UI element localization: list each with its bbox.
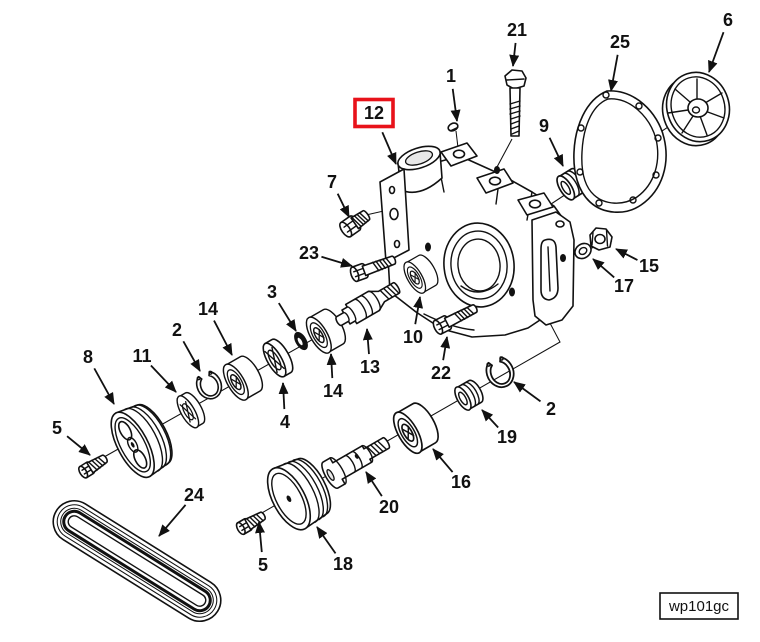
nut-drawing-item15 bbox=[589, 227, 613, 251]
svg-text:12: 12 bbox=[364, 103, 384, 123]
spacer-drawing-item19 bbox=[450, 376, 488, 414]
svg-text:2: 2 bbox=[546, 399, 556, 419]
callout-2: 2 bbox=[513, 381, 556, 419]
snap-ring-drawing-item2a bbox=[192, 368, 227, 404]
callout-16: 16 bbox=[432, 448, 471, 492]
plug-drawing-item7 bbox=[336, 206, 374, 240]
svg-text:24: 24 bbox=[184, 485, 204, 505]
svg-text:17: 17 bbox=[614, 276, 634, 296]
shaft-drawing-item20 bbox=[321, 436, 391, 490]
svg-text:16: 16 bbox=[451, 472, 471, 492]
svg-text:14: 14 bbox=[323, 381, 343, 401]
svg-text:21: 21 bbox=[507, 20, 527, 40]
shaft-drawing-item13 bbox=[335, 281, 401, 327]
callout-7: 7 bbox=[327, 172, 350, 218]
pulley-drawing-item18 bbox=[266, 457, 332, 531]
svg-text:20: 20 bbox=[379, 497, 399, 517]
bolt-drawing-item21 bbox=[504, 69, 527, 137]
callout-5: 5 bbox=[255, 521, 268, 575]
callout-8: 8 bbox=[83, 347, 115, 405]
callout-10: 10 bbox=[403, 296, 424, 347]
figure-code-label: wp101gc bbox=[668, 598, 730, 615]
svg-text:25: 25 bbox=[610, 32, 630, 52]
callout-19: 19 bbox=[481, 409, 517, 447]
gasket-drawing-item25 bbox=[573, 90, 667, 213]
callout-21: 21 bbox=[507, 20, 527, 67]
callout-3: 3 bbox=[267, 282, 297, 332]
svg-text:8: 8 bbox=[83, 347, 93, 367]
svg-text:7: 7 bbox=[327, 172, 337, 192]
ring-drawing-item3 bbox=[294, 331, 308, 351]
callout-25: 25 bbox=[608, 32, 630, 92]
bearing-drawing-item16 bbox=[387, 397, 445, 459]
callout-4: 4 bbox=[278, 382, 290, 432]
plug-drawing-item1 bbox=[447, 122, 459, 132]
svg-text:4: 4 bbox=[280, 412, 290, 432]
bearing-drawing-item14a bbox=[217, 351, 269, 405]
snap-ring-drawing-item2b bbox=[481, 353, 520, 393]
callout-15: 15 bbox=[615, 248, 659, 276]
svg-text:3: 3 bbox=[267, 282, 277, 302]
washer-drawing-item17 bbox=[574, 242, 592, 260]
bolt-drawing-item5b bbox=[233, 508, 269, 537]
impeller-drawing-item6 bbox=[661, 71, 731, 147]
callout-18: 18 bbox=[316, 526, 353, 574]
figure-code-box: wp101gc bbox=[659, 592, 739, 620]
callout-9: 9 bbox=[539, 116, 564, 167]
water-pump-housing-drawing bbox=[379, 142, 575, 338]
callout-24: 24 bbox=[158, 485, 204, 537]
svg-text:6: 6 bbox=[723, 10, 733, 30]
callout-5: 5 bbox=[52, 418, 91, 456]
seal-drawing-item4 bbox=[262, 338, 294, 378]
callout-2: 2 bbox=[172, 320, 201, 372]
svg-text:5: 5 bbox=[52, 418, 62, 438]
callout-1: 1 bbox=[446, 66, 461, 122]
svg-text:9: 9 bbox=[539, 116, 549, 136]
callout-17: 17 bbox=[592, 258, 634, 296]
svg-text:10: 10 bbox=[403, 327, 423, 347]
svg-text:5: 5 bbox=[258, 555, 268, 575]
svg-text:15: 15 bbox=[639, 256, 659, 276]
callout-22: 22 bbox=[431, 336, 451, 383]
svg-text:2: 2 bbox=[172, 320, 182, 340]
svg-text:23: 23 bbox=[299, 243, 319, 263]
callout-23: 23 bbox=[299, 243, 353, 268]
belt-drawing-item24 bbox=[52, 499, 222, 623]
svg-text:19: 19 bbox=[497, 427, 517, 447]
callout-14: 14 bbox=[198, 299, 233, 356]
callout-12-highlighted: 12 bbox=[353, 97, 397, 165]
callout-14: 14 bbox=[323, 353, 343, 401]
svg-text:22: 22 bbox=[431, 363, 451, 383]
callout-11: 11 bbox=[132, 346, 177, 393]
svg-text:18: 18 bbox=[333, 554, 353, 574]
callout-20: 20 bbox=[365, 471, 399, 517]
callout-13: 13 bbox=[360, 328, 380, 377]
callout-6: 6 bbox=[708, 10, 733, 73]
svg-text:14: 14 bbox=[198, 299, 218, 319]
svg-text:13: 13 bbox=[360, 357, 380, 377]
bolt-drawing-item5a bbox=[76, 451, 111, 481]
fan-pulley-drawing-item8 bbox=[110, 403, 173, 479]
svg-text:1: 1 bbox=[446, 66, 456, 86]
svg-text:11: 11 bbox=[132, 346, 151, 366]
